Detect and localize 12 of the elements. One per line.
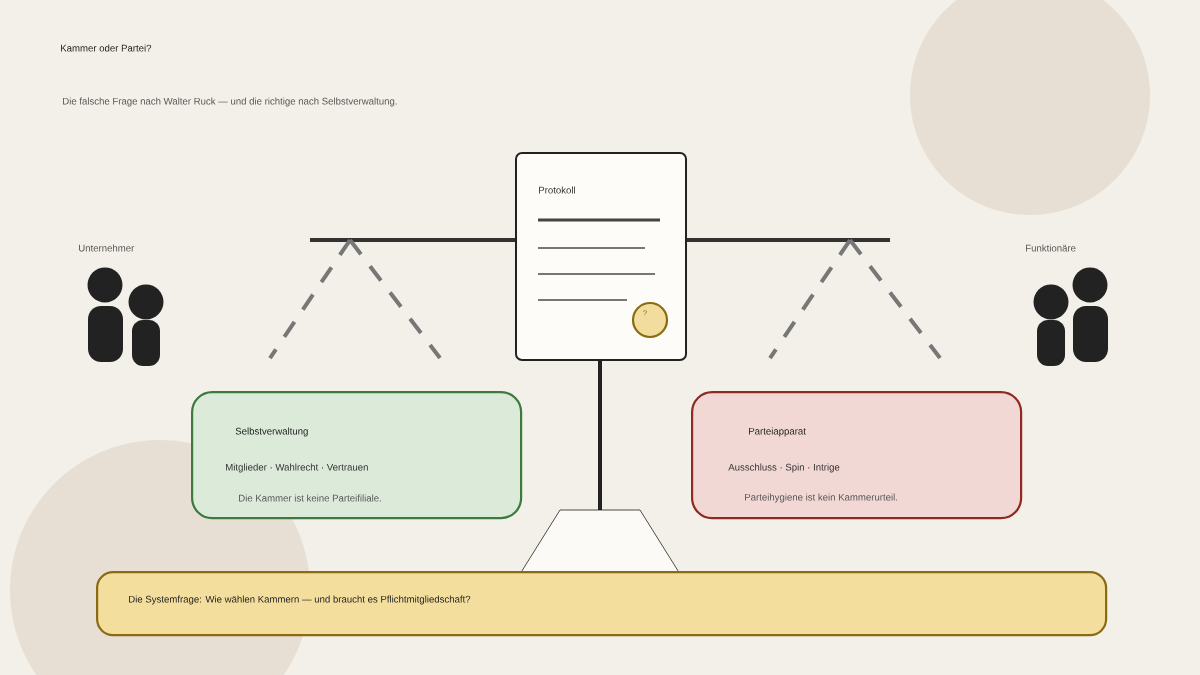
document-title: Protokoll — [539, 186, 575, 194]
pan-note: Parteihygiene ist kein Kammerurteil. — [745, 493, 898, 503]
question-text: Die Systemfrage: Wie wählen Kammern — und braucht es Pflichtmitgliedschaft? — [129, 595, 471, 605]
pan-heading: Selbstverwaltung — [235, 427, 308, 437]
keyword-list: Mitglieder · Wahlrecht · Vertrauen — [226, 463, 368, 473]
pan-note: Die Kammer ist keine Parteifiliale. — [239, 494, 381, 502]
title: Kammer oder Partei? — [61, 44, 152, 52]
subtitle: Die falsche Frage nach Walter Ruck — und die richtige nach Selbstverwaltung. — [63, 97, 397, 107]
keyword-list: Ausschluss · Spin · Intrige — [728, 463, 840, 473]
group-label: Funktionäre — [1026, 244, 1076, 252]
group-label: Unternehmer — [79, 244, 135, 252]
pan-heading: Parteiapparat — [749, 427, 806, 437]
